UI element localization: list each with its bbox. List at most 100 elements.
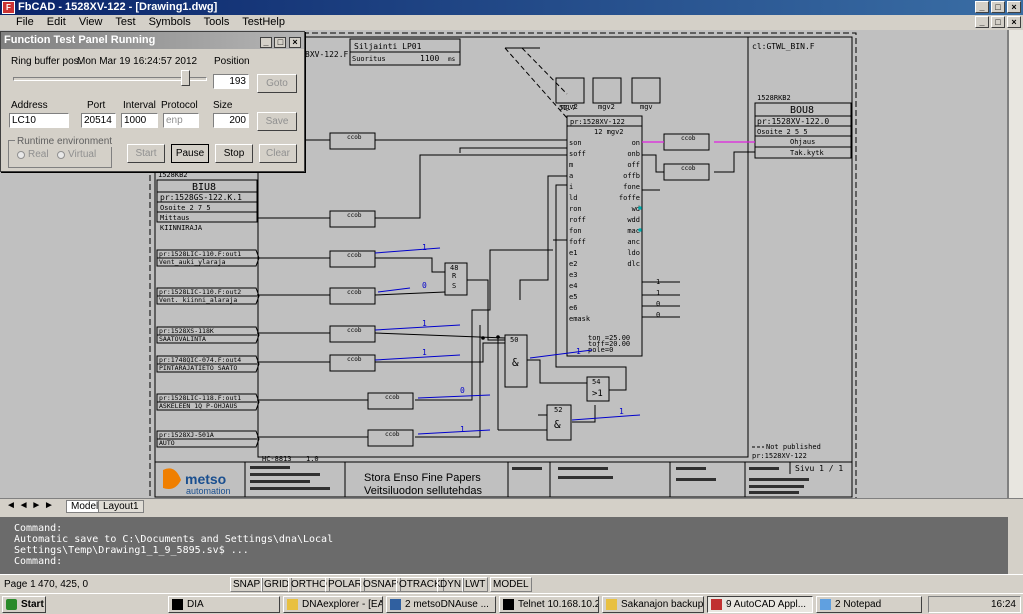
port-fone: fone [623, 183, 640, 191]
panel-titlebar[interactable]: Function Test Panel Running _ □ × [1, 32, 304, 49]
port-e4: e4 [569, 282, 577, 290]
ccob-label: ccob [347, 134, 362, 141]
maximize-button[interactable]: □ [991, 1, 1005, 13]
task-dnaexplorer[interactable]: DNAexplorer - [EA... [283, 596, 383, 613]
task-metsodnause[interactable]: 2 metsoDNAuse ... [386, 596, 496, 613]
panel-close-icon: × [289, 37, 301, 48]
grid-toggle[interactable]: GRID [261, 577, 292, 592]
port-wdd: wdd [627, 216, 640, 224]
doc-close-button[interactable]: × [1007, 16, 1021, 28]
size-field[interactable]: 200 [213, 113, 249, 128]
snap-toggle[interactable]: SNAP [230, 577, 264, 592]
tab-nav-icon[interactable]: ◄ ◄ ► ► [6, 500, 54, 511]
hc-label: HC-8813 [262, 455, 292, 463]
virtual-radio[interactable] [57, 151, 65, 159]
save-button[interactable]: Save [257, 112, 297, 131]
header-top: Siljainti LP01 [354, 42, 422, 51]
task-sakanajon[interactable]: Sakanajon backupit [602, 596, 704, 613]
panel-minimize-icon: _ [259, 37, 272, 48]
const-4: 1 [422, 348, 427, 357]
port-roff: roff [569, 216, 586, 224]
task-autocad[interactable]: 9 AutoCAD Appl... [707, 596, 813, 613]
close-button[interactable]: × [1007, 1, 1021, 13]
clear-button[interactable]: Clear [259, 144, 297, 163]
ring-buffer-label: Ring buffer pos. [11, 56, 82, 67]
io-desc: PINTARAJATIETO SAATO [159, 364, 237, 372]
protocol-field[interactable]: enp [163, 113, 199, 128]
icon-label-1: mgv2 [561, 103, 578, 111]
doc-restore-button[interactable]: □ [991, 16, 1005, 28]
otrack-toggle[interactable]: OTRACK [396, 577, 444, 592]
io-desc: SAATOVALINTA [159, 335, 206, 343]
title-right: cl:GTWL_BIN.F [752, 42, 815, 51]
toff: toff=20.00 [588, 340, 630, 348]
menu-testhelp[interactable]: TestHelp [242, 16, 285, 28]
minimize-button[interactable]: _ [975, 1, 989, 13]
menu-symbols[interactable]: Symbols [148, 16, 191, 28]
doc-minimize-button[interactable]: _ [975, 16, 989, 28]
real-label: Real [28, 149, 49, 160]
model-toggle[interactable]: MODEL [490, 577, 532, 592]
slider-thumb[interactable] [181, 70, 190, 86]
biu8-tag: pr:1528GS-122.K.1 [160, 193, 242, 202]
stop-button[interactable]: Stop [215, 144, 253, 163]
port-emask: emask [569, 315, 591, 323]
menu-tools[interactable]: Tools [203, 16, 230, 28]
app-title: FbCAD - 1528XV-122 - [Drawing1.dwg] [18, 1, 218, 13]
osnap-toggle[interactable]: OSNAP [360, 577, 402, 592]
tab-model[interactable]: Model [66, 500, 104, 513]
task-dia[interactable]: DIA [168, 596, 280, 613]
main-block-left-ports: sonsoffmaildronrofffonfoffe1e2e3e4e5e6em… [569, 139, 591, 323]
ccob-block: ccob [329, 325, 376, 343]
address-field[interactable]: LC10 [9, 113, 69, 128]
io-tag: pr:1528LIC-110.F:out1 [159, 250, 241, 258]
port-e2: e2 [569, 260, 577, 268]
polar-toggle[interactable]: POLAR [325, 577, 365, 592]
port-wd: wd [632, 205, 640, 213]
site-name: Veitsiluodon sellutehdas [364, 485, 483, 497]
position-field[interactable]: 193 [213, 74, 249, 89]
real-radio[interactable] [17, 151, 25, 159]
vertical-scrollbar[interactable] [1008, 30, 1023, 498]
tab-layout1[interactable]: Layout1 [98, 500, 144, 513]
menu-edit[interactable]: Edit [46, 16, 66, 28]
task-telnet[interactable]: Telnet 10.168.10.2 [499, 596, 599, 613]
start-button[interactable]: Start [2, 596, 46, 613]
task-notepad[interactable]: 2 Notepad [816, 596, 922, 613]
goto-button[interactable]: Goto [257, 74, 297, 93]
ring-buffer-slider[interactable] [13, 77, 207, 81]
port-e6: e6 [569, 304, 577, 312]
ortho-toggle[interactable]: ORTHO [288, 577, 330, 592]
port-off: off [627, 161, 640, 169]
menu-file[interactable]: File [16, 16, 34, 28]
panel-window-buttons[interactable]: _ □ × [259, 34, 301, 51]
port-foff: foff [569, 238, 586, 246]
gate-r: R [452, 272, 457, 280]
lwt-toggle[interactable]: LWT [462, 577, 489, 592]
io-tag: pr:1528LIC-118.F:out1 [159, 394, 241, 402]
port-ld: ld [569, 194, 577, 202]
bou8-title: BOU8 [790, 105, 814, 116]
pause-button[interactable]: Pause [171, 144, 209, 163]
dyn-toggle[interactable]: DYN [437, 577, 465, 592]
menu-test[interactable]: Test [115, 16, 136, 28]
const-5: 0 [460, 386, 465, 395]
bou8-cb: Tak.kytk [790, 149, 825, 157]
port-a: a [569, 172, 573, 180]
panel-maximize-icon: □ [274, 37, 287, 48]
io-tag: pr:1748QIC-074.F:out4 [159, 356, 241, 364]
menu-view[interactable]: View [78, 16, 103, 28]
logo-sub: automation [186, 486, 231, 496]
start-test-button[interactable]: Start [127, 144, 165, 163]
port-field[interactable]: 20514 [81, 113, 116, 128]
biu8-header: 1528KB2 [158, 171, 188, 179]
port-foffe: foffe [619, 194, 640, 202]
interval-field[interactable]: 1000 [121, 113, 158, 128]
command-window[interactable]: Command: Automatic save to C:\Documents … [0, 517, 1008, 574]
windows-logo-icon [6, 599, 17, 610]
port-label: Port [87, 100, 106, 111]
command-prompt[interactable]: Command: [14, 556, 63, 567]
